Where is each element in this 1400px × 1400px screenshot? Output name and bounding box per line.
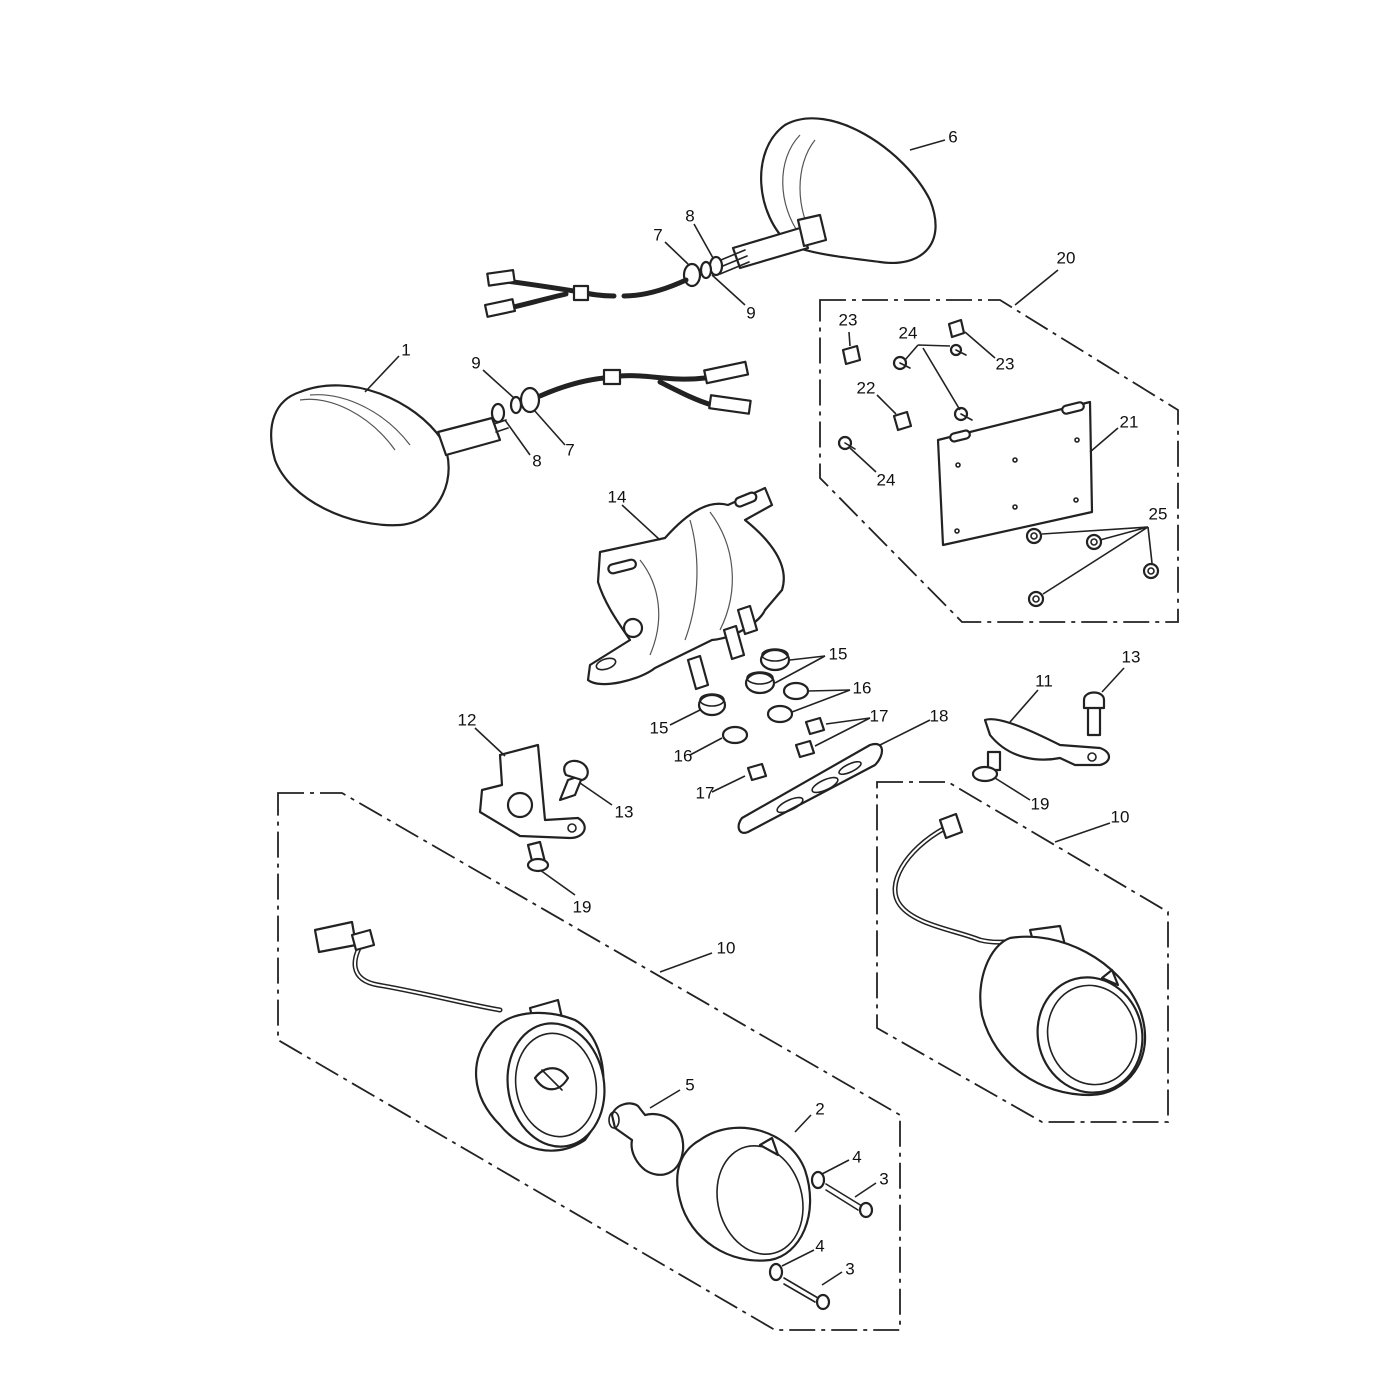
screw-3-a xyxy=(825,1183,874,1219)
front-indicator-lower xyxy=(270,384,509,527)
nut-17-a xyxy=(804,716,826,736)
callout-8-b: 8 xyxy=(532,451,541,470)
callout-4-a: 4 xyxy=(852,1147,861,1166)
callout-labels: 1 2 3 3 4 4 5 6 7 7 8 8 9 9 10 10 11 12 … xyxy=(401,127,1167,1278)
license-plate-bracket xyxy=(936,400,1094,547)
wire-lower xyxy=(537,360,752,415)
spacer-23-a xyxy=(841,344,862,366)
callout-19-left: 19 xyxy=(573,897,592,916)
callout-17-b: 17 xyxy=(696,783,715,802)
grommet-lower-7 xyxy=(519,386,541,414)
spacer-23-b xyxy=(947,318,966,339)
nut-25-b xyxy=(1085,533,1103,551)
plate-18 xyxy=(737,742,883,834)
rubber-15-b xyxy=(744,671,776,695)
callout-10-left: 10 xyxy=(717,938,736,957)
callout-7-b: 7 xyxy=(565,440,574,459)
bolt-19-left xyxy=(526,840,550,873)
bolt-19-right xyxy=(971,750,1002,783)
callout-2: 2 xyxy=(815,1099,824,1118)
group-boundary-license-plate xyxy=(819,299,1179,623)
bulb-5 xyxy=(608,1102,685,1176)
nut-25-c xyxy=(1142,562,1160,580)
bracket-right-11 xyxy=(983,718,1111,767)
callout-6: 6 xyxy=(948,127,957,146)
callout-15-b: 15 xyxy=(650,718,669,737)
washer-lower-8 xyxy=(490,402,506,424)
screw-24-b xyxy=(949,343,967,357)
callout-8-a: 8 xyxy=(685,206,694,225)
washer-lower-9 xyxy=(509,395,523,415)
callout-13-right: 13 xyxy=(1122,647,1141,666)
callout-16-b: 16 xyxy=(674,746,693,765)
callout-24-a: 24 xyxy=(899,323,918,342)
callout-3-a: 3 xyxy=(879,1169,888,1188)
collar-16-a xyxy=(782,681,810,701)
screw-24-c xyxy=(953,406,973,422)
group-boundary-rear-indicator-left xyxy=(277,792,901,1331)
callout-16-a: 16 xyxy=(853,678,872,697)
spacer-22 xyxy=(892,410,913,432)
nut-25-d xyxy=(1027,590,1045,608)
callout-20: 20 xyxy=(1057,248,1076,267)
collar-16-c xyxy=(721,725,749,745)
screw-3-b xyxy=(783,1277,831,1311)
screw-24-d xyxy=(837,435,856,451)
front-indicator-upper xyxy=(715,117,937,275)
rubber-15-a xyxy=(759,648,791,672)
leader-lines xyxy=(364,139,1153,1286)
washer-upper-9 xyxy=(699,260,713,280)
callout-7-a: 7 xyxy=(653,225,662,244)
nut-25-a xyxy=(1025,527,1043,545)
callout-3-b: 3 xyxy=(845,1259,854,1278)
callout-18: 18 xyxy=(930,706,949,725)
callout-1: 1 xyxy=(401,340,410,359)
washer-4-a xyxy=(810,1170,826,1190)
main-mounting-bracket xyxy=(586,486,785,691)
bolt-13-left xyxy=(558,759,589,802)
callout-9-b: 9 xyxy=(471,353,480,372)
rear-indicator-left xyxy=(313,920,606,1152)
callout-11: 11 xyxy=(1035,671,1053,690)
collar-16-b xyxy=(766,704,794,724)
nut-17-c xyxy=(746,762,768,782)
wire-upper xyxy=(483,269,689,318)
group-boundary-rear-indicator-right xyxy=(876,781,1169,1123)
bracket-left-12 xyxy=(478,743,586,840)
callout-22: 22 xyxy=(857,378,876,397)
callout-12: 12 xyxy=(458,710,477,729)
callout-25: 25 xyxy=(1149,504,1168,523)
callout-21: 21 xyxy=(1120,412,1139,431)
callout-23-a: 23 xyxy=(839,310,858,329)
washer-4-b xyxy=(768,1262,784,1282)
callout-10-right: 10 xyxy=(1111,807,1130,826)
callout-13-left: 13 xyxy=(615,802,634,821)
bolt-13-right xyxy=(1082,691,1106,737)
callout-17-a: 17 xyxy=(870,706,889,725)
lens-2 xyxy=(676,1126,812,1262)
callout-24-b: 24 xyxy=(877,470,896,489)
callout-15-a: 15 xyxy=(829,644,848,663)
grommet-upper-7 xyxy=(682,262,702,288)
callout-23-b: 23 xyxy=(996,354,1015,373)
nut-17-b xyxy=(794,739,816,759)
callout-14: 14 xyxy=(608,487,627,506)
callout-19-right: 19 xyxy=(1031,794,1050,813)
screw-24-a xyxy=(892,355,911,371)
rubber-15-c xyxy=(697,693,727,717)
callout-4-b: 4 xyxy=(815,1236,824,1255)
callout-5: 5 xyxy=(685,1075,694,1094)
rear-indicator-right xyxy=(892,812,1147,1097)
callout-9-a: 9 xyxy=(746,303,755,322)
